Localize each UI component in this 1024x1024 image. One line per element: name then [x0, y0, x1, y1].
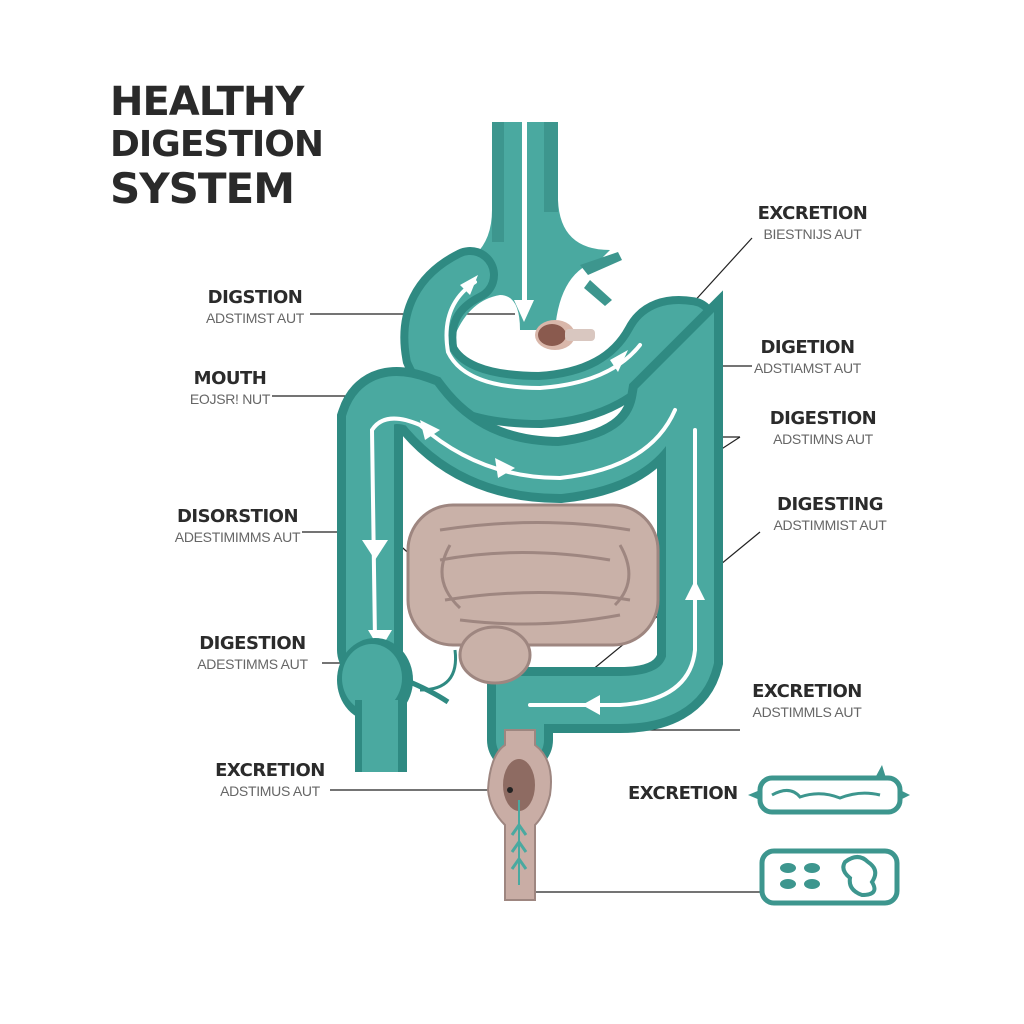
label-subtext: ADSTIMST AUT: [205, 310, 305, 326]
title-line-2: DIGESTION: [110, 123, 324, 165]
label-heading: MOUTH: [193, 368, 267, 389]
intestine-tube-icon: [748, 765, 910, 815]
label-heading: DISORSTION: [176, 506, 299, 527]
gallbladder: [535, 320, 595, 350]
title-line-3: SYSTEM: [110, 164, 295, 214]
label-digstion: DIGSTION ADSTIMST AUT: [195, 287, 315, 326]
label-subtext: ADSTIAMST AUT: [753, 360, 862, 376]
label-digestion-right: DIGESTION ADSTIMNS AUT: [758, 408, 888, 447]
label-digesting: DIGESTING ADSTIMMIST AUT: [765, 494, 895, 533]
rectum: [486, 729, 552, 901]
label-subtext: ADSTIMMLS AUT: [752, 704, 862, 720]
diagram-title: HEALTHY DIGESTION SYSTEM: [110, 79, 324, 214]
label-heading: EXCRETION: [215, 760, 325, 781]
label-heading: EXCRETION: [757, 203, 868, 224]
label-mouth: MOUTH EOJSR! NUT: [180, 368, 280, 407]
title-line-1: HEALTHY: [110, 79, 304, 125]
small-intestine: [406, 503, 660, 685]
label-excretion-right: EXCRETION ADSTIMMLS AUT: [742, 681, 872, 720]
label-heading: DIGESTION: [199, 633, 306, 654]
label-heading: DIGSTION: [207, 287, 303, 308]
label-digestion-left: DIGESTION ADESTIMMS AUT: [180, 633, 325, 672]
label-subtext: EOJSR! NUT: [189, 391, 271, 407]
upper-loop: [400, 247, 718, 429]
label-subtext: ADSTIMMIST AUT: [773, 517, 887, 533]
label-heading: DIGESTING: [777, 494, 884, 515]
cecum: [337, 638, 458, 772]
label-subtext: ADESTIMIMMS AUT: [174, 529, 301, 545]
label-excretion-top-right: EXCRETION BIESTNIJS AUT: [750, 203, 875, 242]
label-subtext: ADSTIMNS AUT: [773, 431, 873, 447]
label-excretion-left: EXCRETION ADSTIMUS AUT: [205, 760, 335, 799]
label-heading: DIGESTION: [769, 408, 877, 429]
bacteria-cells-icon: [759, 848, 900, 906]
label-subtext: ADSTIMUS AUT: [220, 783, 320, 799]
label-heading: DIGETION: [760, 337, 855, 358]
label-subtext: BIESTNIJS AUT: [763, 226, 862, 242]
label-subtext: ADESTIMMS AUT: [197, 656, 308, 672]
label-heading: EXCRETION: [752, 681, 862, 702]
label-digetion: DIGETION ADSTIAMST AUT: [745, 337, 870, 376]
legend-excretion-label: EXCRETION: [628, 783, 738, 804]
label-disorstion: DISORSTION ADESTIMIMMS AUT: [150, 506, 325, 545]
